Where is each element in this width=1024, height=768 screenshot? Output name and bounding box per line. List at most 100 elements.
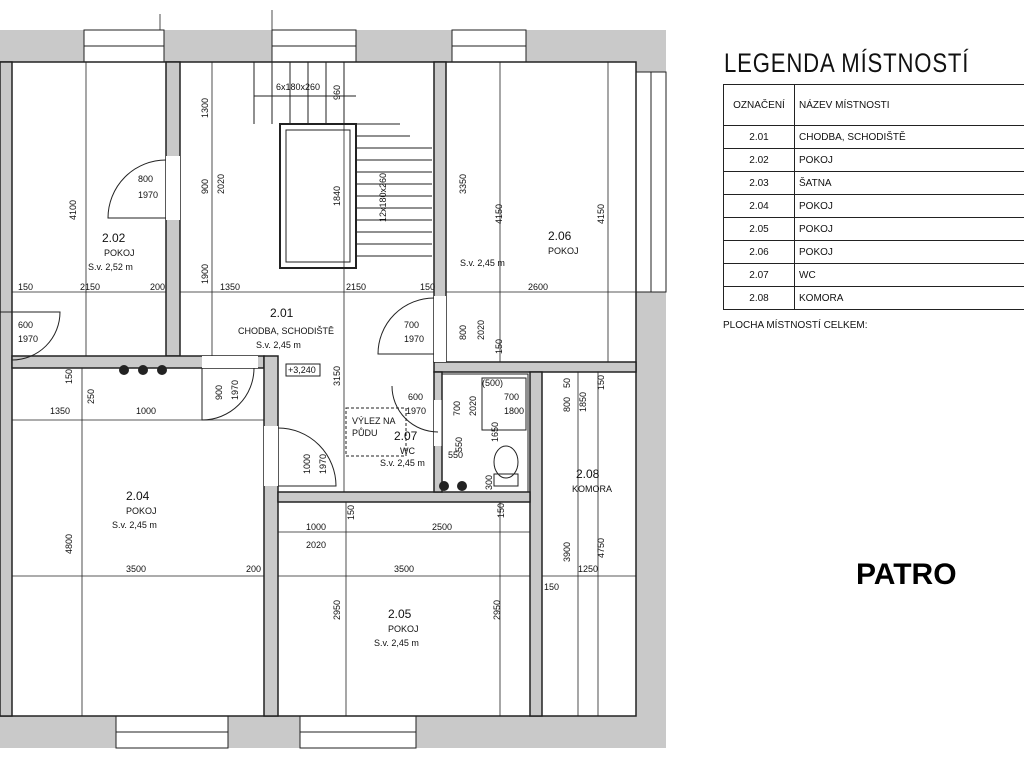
dim-text: 1970 <box>404 334 424 344</box>
wall-left-edge <box>0 61 13 717</box>
room-201-code: 2.01 <box>270 306 294 320</box>
room-205-name: POKOJ <box>388 624 419 634</box>
dim-text: 2150 <box>346 282 366 292</box>
dim-text: 1000 <box>302 454 312 474</box>
dim-text: 4150 <box>494 204 504 224</box>
wall-207-right <box>529 371 543 717</box>
dim-text: 200 <box>246 564 261 574</box>
room-202-height: S.v. 2,52 m <box>88 262 133 272</box>
legend-name: POKOJ <box>794 217 1024 241</box>
elevation-mark: +3,240 <box>288 365 316 375</box>
dim-text: 4750 <box>596 538 606 558</box>
dim-text: 1900 <box>200 264 210 284</box>
room-207-code: 2.07 <box>394 429 418 443</box>
legend-name: POKOJ <box>794 240 1024 264</box>
dim-text: 3500 <box>394 564 414 574</box>
legend-title: LEGENDA MÍSTNOSTÍ <box>724 48 970 78</box>
attic-access-label: VÝLEZ NA <box>352 416 396 426</box>
legend-code: 2.07 <box>723 263 795 287</box>
dim-text: 150 <box>18 282 33 292</box>
dimension-values-vertical: 1300 960 900 2020 1840 1900 4100 3350 41… <box>64 85 606 620</box>
toilet <box>493 445 519 479</box>
room-204-height: S.v. 2,45 m <box>112 520 157 530</box>
room-201-height: S.v. 2,45 m <box>256 340 301 350</box>
dim-text: 1000 <box>136 406 156 416</box>
legend-name: CHODBA, SCHODIŠTĚ <box>794 125 1024 149</box>
dim-text: 1350 <box>50 406 70 416</box>
dim-text: 960 <box>332 85 342 100</box>
dim-text: 150 <box>596 375 606 390</box>
dim-text: 800 <box>458 325 468 340</box>
legend-header-row: OZNAČENÍ NÁZEV MÍSTNOSTI <box>723 84 1024 126</box>
dim-text: 1970 <box>230 380 240 400</box>
door-openings <box>166 156 446 486</box>
dim-text: 800 <box>562 397 572 412</box>
attic-access-label-2: PŮDU <box>352 427 378 438</box>
dim-text: 3350 <box>458 174 468 194</box>
dim-text: 1300 <box>200 98 210 118</box>
dim-text: 250 <box>86 389 96 404</box>
dim-text: (500) <box>482 378 503 388</box>
dim-text: 50 <box>562 378 572 388</box>
dim-text: 2020 <box>306 540 326 550</box>
wall-206-bottom <box>433 361 637 373</box>
room-205-height: S.v. 2,45 m <box>374 638 419 648</box>
legend-code: 2.03 <box>723 171 795 195</box>
legend-header-code: OZNAČENÍ <box>723 84 795 126</box>
dim-text: 1850 <box>578 392 588 412</box>
legend-code: 2.04 <box>723 194 795 218</box>
legend-total-area: PLOCHA MÍSTNOSTÍ CELKEM: <box>723 320 868 331</box>
wc-fixtures <box>285 363 529 493</box>
legend-code: 2.05 <box>723 217 795 241</box>
room-206-name: POKOJ <box>548 246 579 256</box>
dim-text: 3900 <box>562 542 572 562</box>
room-202-code: 2.02 <box>102 231 126 245</box>
dim-text: 2150 <box>80 282 100 292</box>
dim-text: 1650 <box>490 422 500 442</box>
dim-text: 1970 <box>18 334 38 344</box>
dim-text: 1250 <box>578 564 598 574</box>
dim-text: 1970 <box>138 190 158 200</box>
room-204-code: 2.04 <box>126 489 150 503</box>
window-sills <box>84 45 652 733</box>
legend-code: 2.02 <box>723 148 795 172</box>
dim-text: 150 <box>494 339 504 354</box>
dim-text: 700 <box>404 320 419 330</box>
room-206-height: S.v. 2,45 m <box>460 258 505 268</box>
dim-text: 2600 <box>528 282 548 292</box>
stairs-main-spec: 12x180x260 <box>378 173 388 222</box>
dim-text: 1350 <box>220 282 240 292</box>
stairs-top-spec: 6x180x260 <box>276 82 320 92</box>
dim-text: 2020 <box>476 320 486 340</box>
dim-text: 900 <box>214 385 224 400</box>
dimension-values: 150 2150 200 1350 2150 150 2600 800 1970… <box>18 174 598 592</box>
dim-text: 300 <box>484 475 494 490</box>
wall-205-top <box>277 491 531 503</box>
dim-text: 150 <box>420 282 435 292</box>
dim-text: 2500 <box>432 522 452 532</box>
dim-text: 600 <box>408 392 423 402</box>
dim-text: 700 <box>504 392 519 402</box>
dim-text: 4100 <box>68 200 78 220</box>
dimension-lines <box>12 10 636 716</box>
room-labels: 2.01 CHODBA, SCHODIŠTĚ S.v. 2,45 m 2.02 … <box>88 82 612 648</box>
dim-text: 800 <box>138 174 153 184</box>
wc-cabin <box>441 373 529 493</box>
legend-code: 2.08 <box>723 286 795 310</box>
room-206-code: 2.06 <box>548 229 572 243</box>
dim-text: 2950 <box>332 600 342 620</box>
floor-plan: 2.01 CHODBA, SCHODIŠTĚ S.v. 2,45 m 2.02 … <box>0 10 667 749</box>
dim-text: 200 <box>150 282 165 292</box>
legend-name: POKOJ <box>794 194 1024 218</box>
legend-code: 2.06 <box>723 240 795 264</box>
dim-text: 2950 <box>492 600 502 620</box>
dim-text: 2020 <box>216 174 226 194</box>
dim-text: 1840 <box>332 186 342 206</box>
